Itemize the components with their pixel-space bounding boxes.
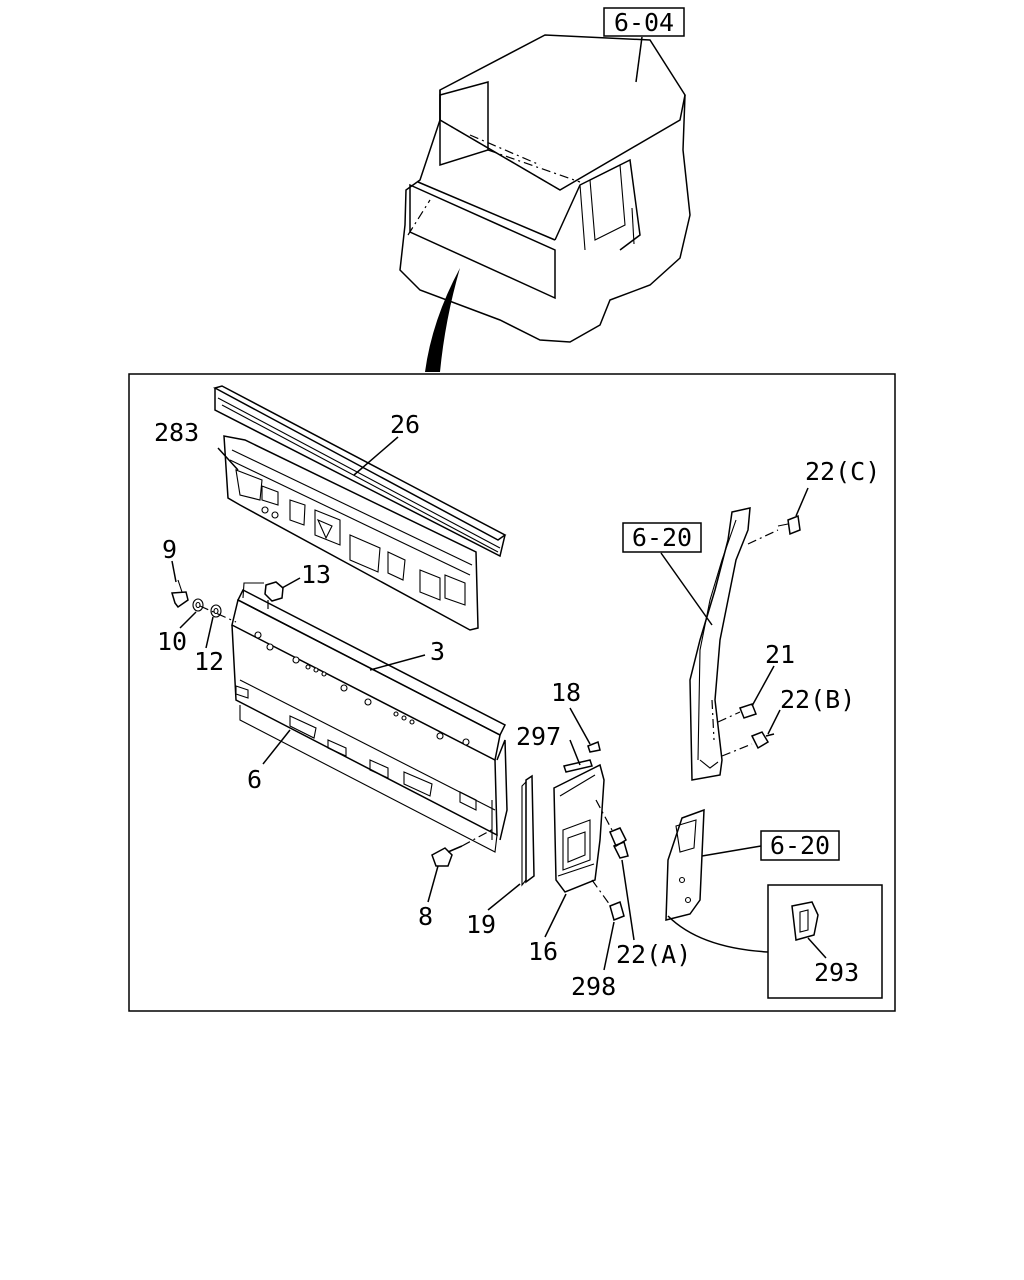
label-21: 21 bbox=[765, 640, 795, 669]
part-16-cover bbox=[553, 763, 605, 893]
pillar-lower-ref-box[interactable]: 6-20 bbox=[760, 830, 840, 861]
part-13-nut bbox=[242, 581, 284, 610]
label-8: 8 bbox=[418, 902, 433, 931]
label-22b: 22(B) bbox=[780, 685, 855, 714]
ref-label-6-20-upper: 6-20 bbox=[632, 523, 692, 552]
inset-293-box bbox=[767, 884, 883, 999]
label-16: 16 bbox=[528, 937, 558, 966]
label-22a: 22(A) bbox=[616, 940, 691, 969]
label-19: 19 bbox=[466, 910, 496, 939]
label-297: 297 bbox=[516, 722, 561, 751]
part-10-washer bbox=[192, 598, 204, 612]
part-8-bolt bbox=[431, 827, 496, 867]
part-293-clip bbox=[791, 901, 819, 941]
label-283: 283 bbox=[154, 418, 199, 447]
cab-ref-box[interactable]: 6-04 bbox=[603, 7, 685, 37]
label-22c: 22(C) bbox=[805, 457, 880, 486]
label-6: 6 bbox=[247, 765, 262, 794]
part-9-clip bbox=[171, 579, 189, 609]
cab-overview bbox=[399, 34, 691, 343]
pillar-upper bbox=[689, 507, 751, 781]
label-3: 3 bbox=[430, 637, 445, 666]
label-9: 9 bbox=[162, 535, 177, 564]
part-18-clip bbox=[587, 740, 601, 753]
part-6-panel bbox=[231, 624, 508, 853]
part-21-clip bbox=[717, 703, 757, 723]
part-283-panel bbox=[223, 435, 479, 631]
pillar-upper-ref-box[interactable]: 6-20 bbox=[622, 522, 702, 553]
detail-frame bbox=[128, 373, 896, 1012]
label-293: 293 bbox=[814, 958, 859, 987]
label-13: 13 bbox=[301, 560, 331, 589]
label-10: 10 bbox=[157, 627, 187, 656]
pillar-lower bbox=[665, 808, 705, 921]
part-3-panel bbox=[231, 588, 507, 762]
label-12: 12 bbox=[194, 647, 224, 676]
part-22a-screw bbox=[595, 799, 629, 859]
part-22b-screw bbox=[721, 731, 775, 757]
part-26-rail bbox=[213, 385, 507, 558]
detail-pointer bbox=[425, 268, 460, 372]
label-18: 18 bbox=[551, 678, 581, 707]
ref-label-6-20-lower: 6-20 bbox=[770, 831, 830, 860]
part-297-bracket bbox=[563, 759, 593, 773]
part-22c-clip bbox=[747, 514, 801, 545]
part-298-clip bbox=[591, 879, 625, 922]
label-298: 298 bbox=[571, 972, 616, 1001]
ref-label-6-04: 6-04 bbox=[614, 8, 674, 37]
part-19-bracket bbox=[521, 774, 535, 887]
label-26: 26 bbox=[390, 410, 420, 439]
